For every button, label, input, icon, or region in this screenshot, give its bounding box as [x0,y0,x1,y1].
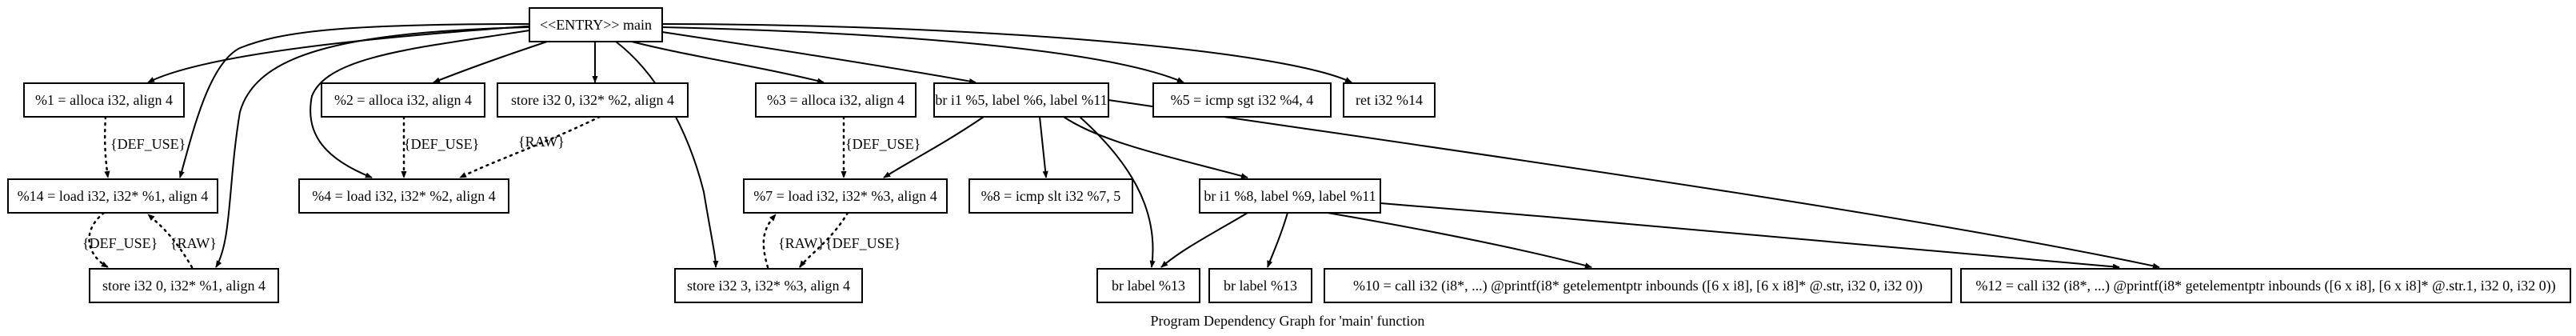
graph-node-n3: %3 = alloca i32, align 4 [755,82,917,118]
edge-n_store3_3-to-n7 [762,213,777,269]
node-label: <<ENTRY>> main [540,17,652,33]
node-box [755,82,917,118]
edge-entry-to-n3 [631,41,825,84]
node-box [1096,268,1200,303]
node-box [968,178,1133,214]
node-box [1208,268,1312,303]
graph-node-n8: %8 = icmp slt i32 %7, 5 [968,178,1133,214]
node-box [743,178,948,214]
graph-caption: Program Dependency Graph for 'main' func… [1151,313,1425,329]
node-label: ret i32 %14 [1356,92,1423,108]
node-label: %1 = alloca i32, align 4 [35,92,173,108]
edge-entry-to-n_store0_1 [215,26,530,268]
edge-n_br8-to-n_br13a [1160,212,1248,268]
node-label: store i32 3, i32* %3, align 4 [687,278,850,294]
edge-label: {DEF_USE} [110,136,186,152]
graph-node-n_br5: br i1 %5, label %6, label %11 [933,82,1109,118]
node-label: %12 = call i32 (i8*, ...) @printf(i8* ge… [1975,278,2555,294]
node-label: store i32 0, i32* %1, align 4 [102,278,266,294]
node-box [1343,82,1436,118]
node-box [1152,82,1332,118]
graph-node-n12: %12 = call i32 (i8*, ...) @printf(i8* ge… [1960,268,2571,303]
graph-node-n1: %1 = alloca i32, align 4 [23,82,185,118]
node-box [1199,178,1381,214]
graph-node-n2: %2 = alloca i32, align 4 [321,82,485,118]
node-box [933,82,1109,118]
edge-entry-to-n_ret [661,23,1352,83]
graph-node-n_store3_3: store i32 3, i32* %3, align 4 [674,268,863,303]
node-label: br i1 %8, label %9, label %11 [1204,188,1376,204]
node-label: br label %13 [1112,278,1185,294]
graph-node-n4: %4 = load i32, i32* %2, align 4 [298,178,509,214]
edge-n_br5-to-n_br8 [1063,116,1248,179]
node-label: br i1 %5, label %6, label %11 [935,92,1107,108]
edge-n_br8-to-n10 [1327,212,1592,269]
graph-node-n_br8: br i1 %8, label %9, label %11 [1199,178,1381,214]
node-label: br label %13 [1224,278,1297,294]
edge-entry-to-n_store3_3 [615,41,719,268]
node-label: %14 = load i32, i32* %1, align 4 [18,188,209,204]
graph-node-n10: %10 = call i32 (i8*, ...) @printf(i8* ge… [1324,268,1952,303]
graph-node-n_store0_2: store i32 0, i32* %2, align 4 [497,82,689,118]
node-label: %4 = load i32, i32* %2, align 4 [312,188,496,204]
node-label: %2 = alloca i32, align 4 [334,92,472,108]
edge-label: {DEF_USE} [404,136,479,152]
node-box [497,82,689,118]
node-label: %10 = call i32 (i8*, ...) @printf(i8* ge… [1353,278,1923,294]
node-box [529,7,663,42]
graph-node-n14: %14 = load i32, i32* %1, align 4 [7,178,218,214]
node-box [1324,268,1952,303]
node-label: store i32 0, i32* %2, align 4 [511,92,674,108]
edge-n_br5-to-n7 [883,116,984,178]
edge-n_store0_1-to-n14 [146,213,194,269]
node-box [89,268,279,303]
graph-node-n_store0_1: store i32 0, i32* %1, align 4 [89,268,279,303]
edge-entry-to-n5 [661,26,1184,83]
edge-n_br8-to-n12 [1380,202,2120,270]
node-label: %5 = icmp sgt i32 %4, 4 [1171,92,1314,108]
node-box [298,178,509,214]
edge-entry-to-n14 [178,23,530,178]
graph-node-n_ret: ret i32 %14 [1343,82,1436,118]
graph-node-entry: <<ENTRY>> main [529,7,663,42]
edge-n_br5-to-n_br13a [1079,116,1156,268]
edge-n_store0_2-to-n4 [458,115,601,179]
graph-node-n_br13b: br label %13 [1208,268,1312,303]
graph-node-n7: %7 = load i32, i32* %3, align 4 [743,178,948,214]
graph-node-n_br13a: br label %13 [1096,268,1200,303]
node-box [321,82,485,118]
edge-label: {DEF_USE} [82,235,158,251]
graph-node-n5: %5 = icmp sgt i32 %4, 4 [1152,82,1332,118]
node-label: %8 = icmp slt i32 %7, 5 [981,188,1121,204]
edge-label: {DEF_USE} [845,136,921,152]
edge-n14-to-n_store0_1 [88,211,110,269]
edge-entry-to-n1 [147,23,561,83]
edge-entry-to-n4 [310,30,530,178]
node-box [23,82,185,118]
edge-entry-to-n_br5 [661,31,976,85]
edge-n_br5-to-n8 [1039,116,1048,178]
node-box [674,268,863,303]
edge-label: {RAW} [518,134,565,150]
edge-n_br8-to-n_br13b [1267,212,1288,268]
edge-n1-to-n14 [103,115,110,179]
node-label: %3 = alloca i32, align 4 [767,92,905,108]
node-label: %7 = load i32, i32* %3, align 4 [753,188,937,204]
edge-label: {DEF_USE} [825,235,901,251]
node-box [1960,268,2571,303]
node-box [7,178,218,214]
edge-label: {RAW} [170,235,217,251]
edge-n_br5-to-n12 [1108,99,2160,269]
edge-label: {RAW} [778,235,825,251]
